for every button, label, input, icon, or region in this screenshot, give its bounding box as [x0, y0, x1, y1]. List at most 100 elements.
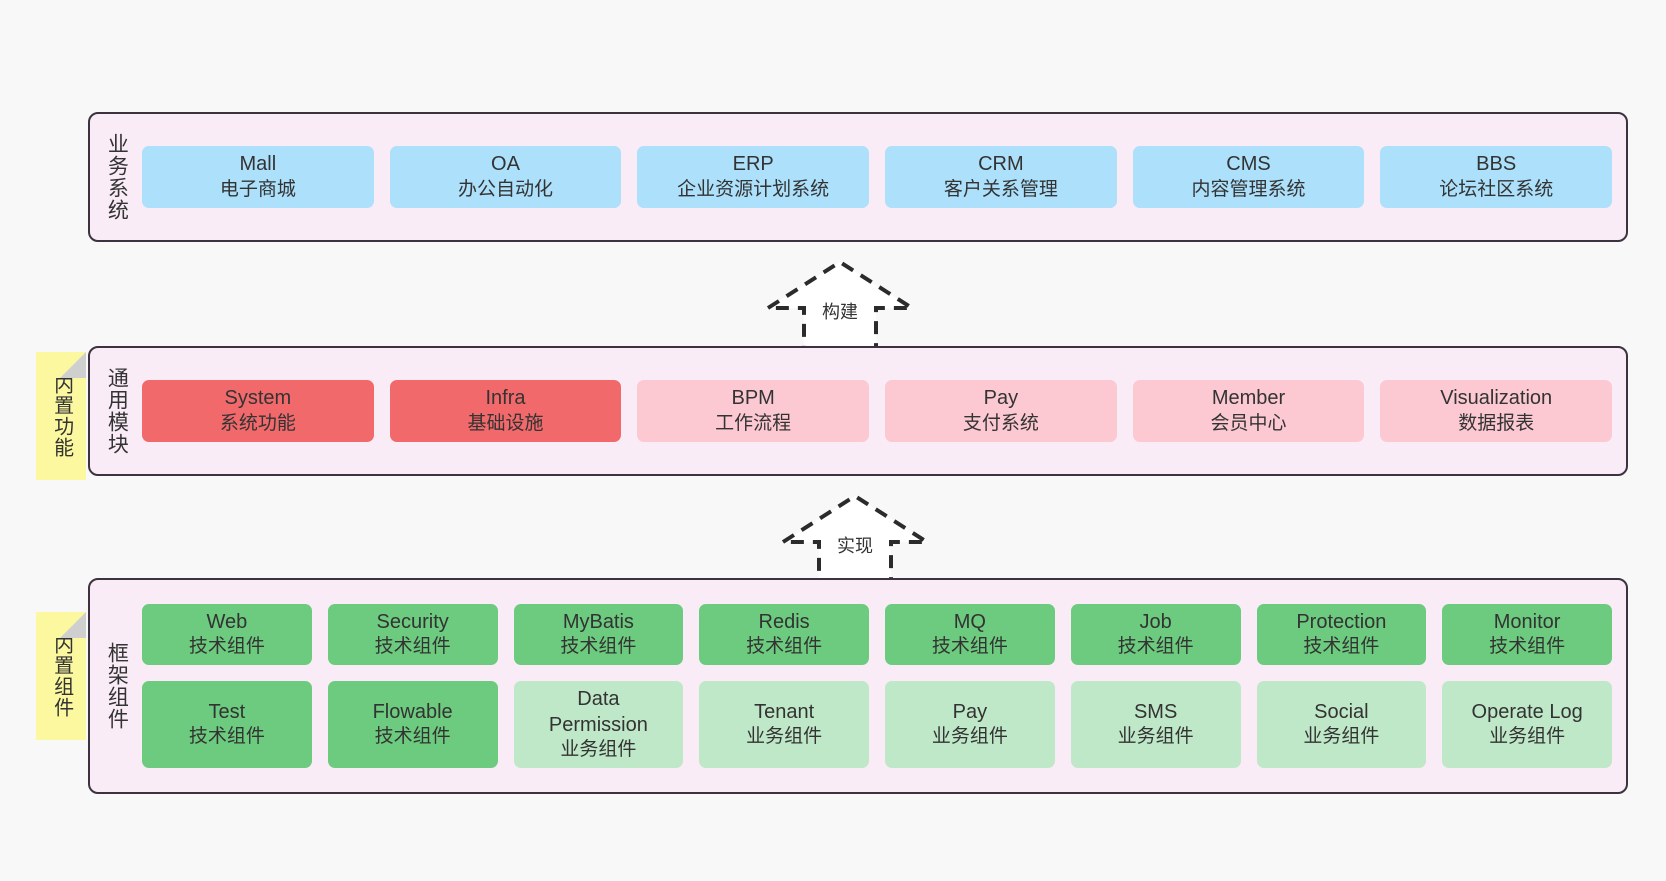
- component-card-sms[interactable]: SMS 业务组件: [1070, 681, 1241, 768]
- module-desc: 电子商城: [219, 178, 296, 200]
- component-card-tenant[interactable]: Tenant 业务组件: [699, 681, 869, 768]
- module-name: Visualization: [1440, 387, 1553, 410]
- component-desc: 业务组件: [746, 726, 823, 748]
- component-card-mybatis[interactable]: MyBatis 技术组件: [513, 604, 684, 666]
- component-card-flowable[interactable]: Flowable 技术组件: [327, 681, 498, 768]
- component-desc: 技术组件: [374, 636, 451, 658]
- component-card-security[interactable]: Security 技术组件: [327, 604, 498, 666]
- component-desc: 技术组件: [746, 636, 823, 658]
- module-name: Member: [1211, 387, 1286, 410]
- module-row: System 系统功能 Infra 基础设施 BPM 工作流程 Pay 支付系统…: [142, 380, 1613, 442]
- module-name: BBS: [1476, 153, 1517, 176]
- module-desc: 论坛社区系统: [1439, 178, 1554, 200]
- component-desc: 业务组件: [1303, 726, 1380, 748]
- component-row-tech: Web 技术组件 Security 技术组件 MyBatis 技术组件 Redi…: [142, 604, 1612, 666]
- module-card-bbs[interactable]: BBS 论坛社区系统: [1380, 146, 1613, 208]
- component-name: Operate Log: [1471, 701, 1583, 723]
- component-desc: 技术组件: [931, 636, 1008, 658]
- component-name: Security: [376, 611, 449, 634]
- component-card-data-permission[interactable]: Data Permission 业务组件: [513, 681, 684, 768]
- component-name: Pay: [952, 701, 988, 723]
- component-card-test[interactable]: Test 技术组件: [142, 681, 312, 768]
- module-desc: 支付系统: [962, 412, 1039, 434]
- component-row-business: Test 技术组件 Flowable 技术组件 Data Permission …: [142, 681, 1612, 768]
- component-name-line2: Permission: [548, 713, 648, 736]
- component-desc: 技术组件: [560, 636, 637, 658]
- component-card-web[interactable]: Web 技术组件: [142, 604, 312, 666]
- module-card-member[interactable]: Member 会员中心: [1132, 380, 1365, 442]
- component-desc: 技术组件: [374, 726, 451, 748]
- component-name: Redis: [758, 611, 810, 634]
- component-desc: 业务组件: [931, 726, 1008, 748]
- module-name: BPM: [731, 387, 775, 410]
- module-desc: 客户关系管理: [943, 178, 1058, 200]
- module-card-oa[interactable]: OA 办公自动化: [389, 146, 622, 208]
- component-card-monitor[interactable]: Monitor 技术组件: [1442, 604, 1612, 666]
- module-name: Infra: [485, 387, 526, 410]
- module-desc: 工作流程: [715, 412, 792, 434]
- module-desc: 数据报表: [1458, 412, 1535, 434]
- component-desc: 技术组件: [188, 636, 265, 658]
- layer-body-business-systems: Mall 电子商城 OA 办公自动化 ERP 企业资源计划系统 CRM 客户关系…: [142, 114, 1626, 240]
- component-name: MQ: [953, 611, 986, 634]
- component-desc: 业务组件: [560, 738, 637, 760]
- module-name: OA: [491, 153, 520, 176]
- layer-common-modules: 通用模块 System 系统功能 Infra 基础设施 BPM 工作流程 Pay…: [88, 346, 1628, 476]
- layer-body-framework-components: Web 技术组件 Security 技术组件 MyBatis 技术组件 Redi…: [142, 580, 1626, 792]
- module-name: ERP: [732, 153, 774, 176]
- component-desc: 业务组件: [1489, 726, 1566, 748]
- component-name: Test: [208, 701, 246, 723]
- component-name: SMS: [1133, 701, 1178, 723]
- module-card-system[interactable]: System 系统功能: [142, 380, 374, 442]
- module-desc: 企业资源计划系统: [677, 178, 830, 200]
- component-card-pay[interactable]: Pay 业务组件: [885, 681, 1055, 768]
- component-desc: 业务组件: [1117, 726, 1194, 748]
- module-desc: 系统功能: [219, 412, 296, 434]
- module-name: Mall: [239, 153, 277, 176]
- sticky-note-builtin-features: 内置功能: [36, 352, 86, 480]
- module-name: CMS: [1226, 153, 1271, 176]
- layer-framework-components: 框架组件 Web 技术组件 Security 技术组件 MyBatis 技术组件…: [88, 578, 1628, 794]
- layer-title-framework-components: 框架组件: [105, 642, 129, 730]
- connector-build-arrow: 构建: [760, 256, 920, 352]
- module-card-erp[interactable]: ERP 企业资源计划系统: [637, 146, 870, 208]
- component-name: Web: [206, 611, 248, 634]
- component-card-protection[interactable]: Protection 技术组件: [1256, 604, 1427, 666]
- layer-title-business-systems: 业务系统: [105, 133, 129, 221]
- component-card-job[interactable]: Job 技术组件: [1070, 604, 1241, 666]
- sticky-note-label: 内置组件: [50, 634, 73, 718]
- module-card-pay[interactable]: Pay 支付系统: [885, 380, 1117, 442]
- component-desc: 技术组件: [1489, 636, 1566, 658]
- module-name: Pay: [983, 387, 1019, 410]
- sticky-note-builtin-components: 内置组件: [36, 612, 86, 740]
- component-name: MyBatis: [562, 611, 634, 634]
- module-row: Mall 电子商城 OA 办公自动化 ERP 企业资源计划系统 CRM 客户关系…: [142, 146, 1613, 208]
- connector-implement-arrow: 实现: [775, 490, 935, 586]
- component-card-social[interactable]: Social 业务组件: [1256, 681, 1427, 768]
- component-card-operate-log[interactable]: Operate Log 业务组件: [1442, 681, 1612, 768]
- module-card-mall[interactable]: Mall 电子商城: [142, 146, 374, 208]
- component-name: Job: [1139, 611, 1172, 634]
- component-name: Monitor: [1493, 611, 1561, 634]
- component-desc: 技术组件: [1117, 636, 1194, 658]
- module-card-crm[interactable]: CRM 客户关系管理: [885, 146, 1117, 208]
- module-name: System: [224, 387, 292, 410]
- component-name: Flowable: [372, 701, 453, 723]
- sticky-note-label: 内置功能: [50, 374, 73, 458]
- module-desc: 办公自动化: [458, 178, 554, 200]
- module-card-infra[interactable]: Infra 基础设施: [389, 380, 622, 442]
- module-card-visualization[interactable]: Visualization 数据报表: [1380, 380, 1613, 442]
- module-desc: 会员中心: [1210, 412, 1287, 434]
- component-name: Data: [577, 688, 620, 711]
- component-card-redis[interactable]: Redis 技术组件: [699, 604, 869, 666]
- module-name: CRM: [978, 153, 1024, 176]
- component-card-mq[interactable]: MQ 技术组件: [885, 604, 1055, 666]
- component-name: Protection: [1296, 611, 1387, 634]
- module-desc: 内容管理系统: [1191, 178, 1306, 200]
- layer-title-common-modules: 通用模块: [105, 367, 129, 455]
- component-desc: 技术组件: [1303, 636, 1380, 658]
- layer-business-systems: 业务系统 Mall 电子商城 OA 办公自动化 ERP 企业资源计划系统 CRM…: [88, 112, 1628, 242]
- module-card-cms[interactable]: CMS 内容管理系统: [1132, 146, 1365, 208]
- layer-body-common-modules: System 系统功能 Infra 基础设施 BPM 工作流程 Pay 支付系统…: [142, 348, 1626, 474]
- module-card-bpm[interactable]: BPM 工作流程: [637, 380, 870, 442]
